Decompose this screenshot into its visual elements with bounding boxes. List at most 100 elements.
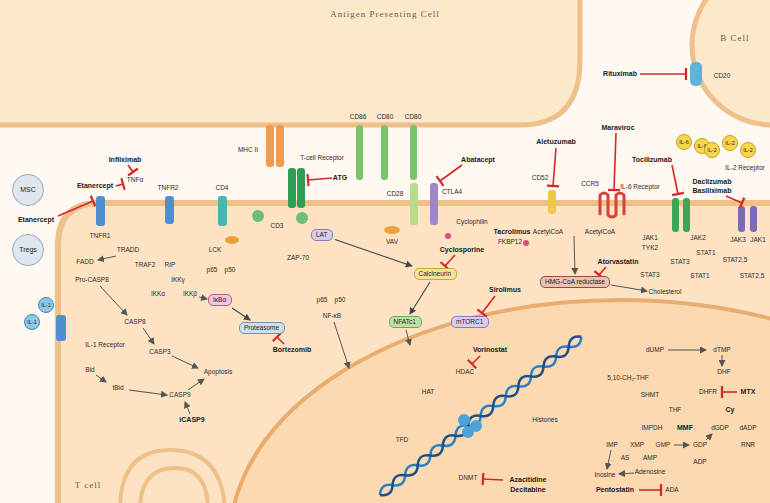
drug-name: Vorinostat — [473, 346, 507, 354]
pathway-arrow — [199, 297, 207, 299]
molecule-label: CD86 — [350, 113, 367, 120]
drug-name: MTX — [741, 388, 756, 396]
cell-region: Antigen Presenting Cell — [0, 0, 580, 125]
molecule-label: HAT — [422, 388, 435, 395]
molecule-label: SHMT — [641, 391, 659, 398]
ligand-circle: IL-1 — [38, 297, 54, 313]
cell-title: T cell — [75, 480, 102, 490]
molecule-label: ADA — [665, 486, 678, 493]
molecule-label: FADD — [76, 258, 93, 265]
molecule-label: 5,10-CH₂-THF — [607, 374, 649, 381]
molecule-label: p65 — [317, 296, 328, 303]
vav-protein — [384, 226, 400, 234]
drug-name: Decitabine — [510, 486, 545, 494]
er-membrane — [140, 468, 208, 503]
molecule-label: DHF — [717, 368, 730, 375]
protein-box: Calcineurin — [414, 268, 457, 280]
pathway-arrow — [172, 356, 198, 368]
molecule-label: TNFR1 — [90, 232, 111, 239]
nucleus — [230, 300, 770, 503]
molecule-label: Inosine — [595, 471, 616, 478]
protein-box: mTORC1 — [451, 316, 489, 328]
molecule-label: tBid — [112, 384, 123, 391]
pathway-arrow — [100, 286, 127, 315]
molecule-label: CCR5 — [581, 180, 599, 187]
pathway-arrow — [668, 350, 706, 351]
drug-name: Sirolimus — [489, 286, 521, 294]
molecule-label: IL-1 Receptor — [85, 341, 124, 348]
molecule-label: T-cell Receptor — [300, 154, 344, 161]
lck-kinase — [225, 236, 239, 244]
molecule-label: TRAF2 — [135, 261, 156, 268]
connector — [335, 239, 412, 266]
molecule-label: RNR — [741, 441, 755, 448]
drug-name: Azacitidine — [510, 476, 547, 484]
molecule-label: NF-κB — [323, 312, 341, 319]
cd4-receptor — [218, 196, 227, 226]
molecule-label: dADP — [740, 424, 757, 431]
mhc-molecule — [266, 125, 274, 167]
b-cell — [692, 0, 770, 125]
cyclophilin-dot — [445, 233, 451, 239]
molecule-label: IMP — [606, 441, 618, 448]
inhibition-line — [308, 178, 332, 180]
drug-name: Cyclosporine — [440, 246, 484, 254]
molecule-label: IKKγ — [171, 276, 185, 283]
node-text: IL-6 — [679, 139, 688, 145]
pathway-arrow — [98, 256, 116, 260]
molecule-label: XMP — [630, 441, 644, 448]
molecule-label: HDAC — [456, 368, 474, 375]
molecule-label: IMPDH — [642, 424, 663, 431]
molecule-label: JAK1 — [642, 234, 658, 241]
pathway-arrow — [334, 322, 349, 368]
cell-circle: Tregs — [12, 234, 44, 266]
node-text: Tregs — [19, 246, 37, 254]
protein-box: IκBα — [208, 294, 232, 306]
molecule-label: STAT2,5 — [740, 272, 765, 279]
inhibition-line — [614, 133, 616, 190]
pathway-arrow — [129, 390, 167, 395]
drug-name: Maraviroc — [601, 124, 634, 132]
molecule-label: STAT2,5 — [723, 256, 748, 263]
node-text: HMG-CoA reductase — [545, 278, 605, 285]
molecule-label: VAV — [386, 238, 398, 245]
ctla4-receptor — [430, 183, 438, 225]
er-membrane — [120, 450, 225, 503]
dna-helix — [377, 333, 584, 498]
cell-circle: MSC — [12, 174, 44, 206]
pathway-arrow — [185, 402, 190, 414]
inhibition-line — [722, 391, 737, 393]
drug-name: MMF — [677, 424, 693, 432]
inhibition-line — [640, 73, 686, 75]
inhibition-line — [58, 201, 93, 216]
molecule-label: LCK — [209, 246, 222, 253]
drug-name: Bortezomib — [273, 346, 312, 354]
pathway-arrow — [96, 375, 106, 382]
drug-name: Daclizumab — [693, 178, 732, 186]
node-text: IL-1 — [41, 302, 50, 308]
molecule-label: ADP — [693, 458, 706, 465]
inhibition-line — [672, 165, 678, 194]
cd86-ligand — [356, 125, 363, 180]
molecule-label: TRADD — [117, 246, 139, 253]
pathway-arrow — [607, 450, 611, 469]
drug-name: Basiliximab — [693, 187, 732, 195]
inhibition-line — [277, 337, 284, 344]
cd80-ligand — [381, 125, 388, 180]
molecule-label: FKBP12 — [498, 238, 522, 245]
pathway-arrow — [611, 285, 647, 291]
molecule-label: Pro-CASP8 — [75, 276, 109, 283]
inhibition-line — [483, 479, 503, 480]
node-text: LAT — [316, 231, 327, 238]
molecule-label: IKKβ — [183, 290, 197, 297]
molecule-label: JAK3 — [730, 236, 746, 243]
ligand-circle: IL-2 — [722, 135, 738, 151]
molecule-label: AS — [621, 454, 630, 461]
molecule-label: TFD — [396, 436, 409, 443]
inhibition-line — [440, 165, 462, 181]
node-text: IL-2 — [725, 140, 734, 146]
pathway-arrow — [406, 330, 410, 345]
pathway-arrow — [619, 473, 634, 474]
node-text: IL-2 — [743, 147, 752, 153]
